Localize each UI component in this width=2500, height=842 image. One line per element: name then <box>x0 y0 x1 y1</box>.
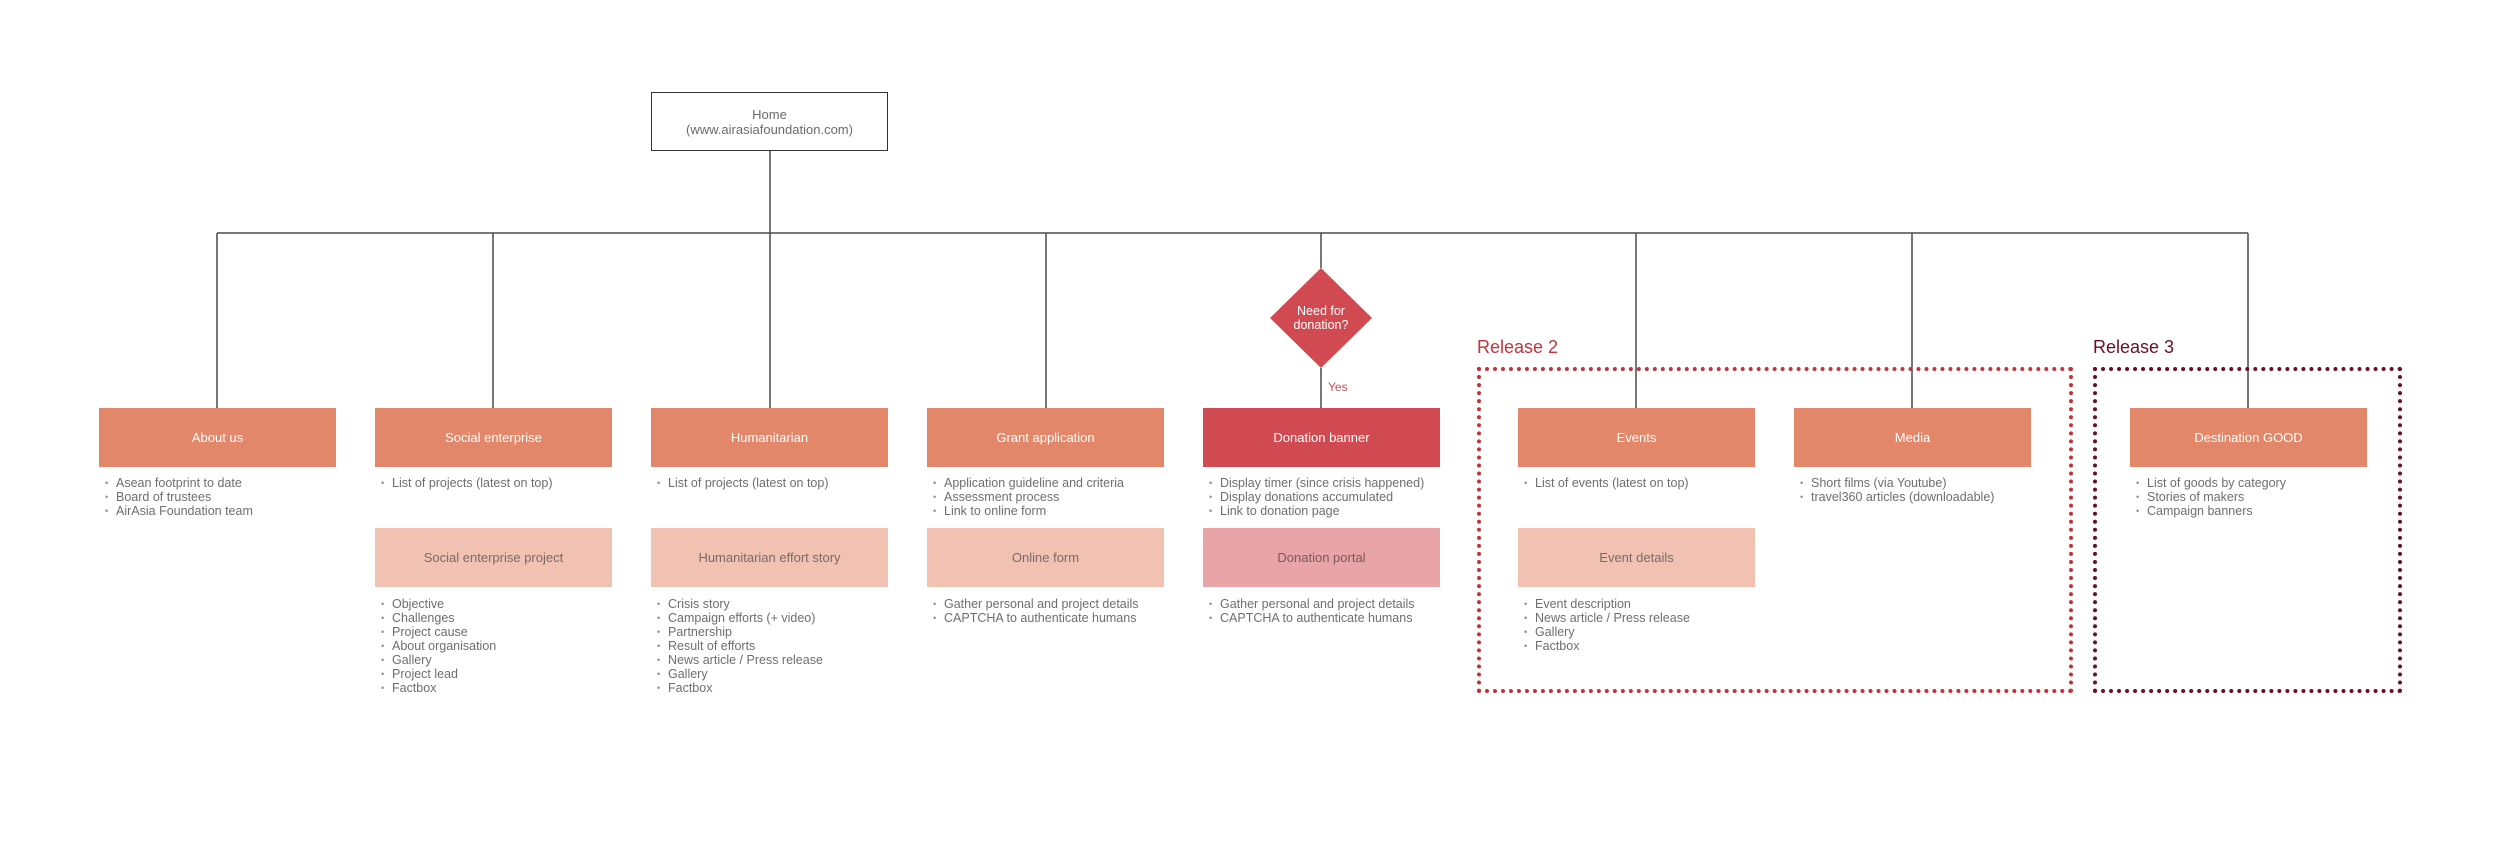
yes-label: Yes <box>1328 380 1348 394</box>
list-item: Factbox <box>375 681 496 695</box>
list-item: Gallery <box>375 653 496 667</box>
social-enterprise-details: List of projects (latest on top) <box>375 476 553 490</box>
list-item: Objective <box>375 597 496 611</box>
node-social-enterprise: Social enterprise <box>375 408 612 467</box>
list-item: Asean footprint to date <box>99 476 253 490</box>
node-donation-portal: Donation portal <box>1203 528 1440 587</box>
release-2-label: Release 2 <box>1477 337 1559 357</box>
node-events: Events <box>1518 408 1755 467</box>
list-item: travel360 articles (downloadable) <box>1794 490 1994 504</box>
list-item: Link to online form <box>927 504 1124 518</box>
list-item: Assessment process <box>927 490 1124 504</box>
list-item: Challenges <box>375 611 496 625</box>
release-3-label: Release 3 <box>2093 337 2175 357</box>
list-item: Display timer (since crisis happened) <box>1203 476 1424 490</box>
list-item: Short films (via Youtube) <box>1794 476 1994 490</box>
grant-application-details: Application guideline and criteria Asses… <box>927 476 1124 518</box>
node-online-form: Online form <box>927 528 1164 587</box>
list-item: Gallery <box>651 667 823 681</box>
node-humanitarian-effort-story: Humanitarian effort story <box>651 528 888 587</box>
decision-label: Need for donation? <box>1293 304 1349 332</box>
home-node: Home (www.airasiafoundation.com) <box>651 92 888 151</box>
node-donation-banner: Donation banner <box>1203 408 1440 467</box>
social-enterprise-project-details: Objective Challenges Project cause About… <box>375 597 496 695</box>
list-item: Campaign banners <box>2130 504 2286 518</box>
list-item: Partnership <box>651 625 823 639</box>
node-social-enterprise-project: Social enterprise project <box>375 528 612 587</box>
list-item: News article / Press release <box>1518 611 1690 625</box>
list-item: Stories of makers <box>2130 490 2286 504</box>
list-item: Project lead <box>375 667 496 681</box>
list-item: Board of trustees <box>99 490 253 504</box>
home-url: (www.airasiafoundation.com) <box>686 121 853 137</box>
list-item: Factbox <box>1518 639 1690 653</box>
list-item: News article / Press release <box>651 653 823 667</box>
node-grant-application: Grant application <box>927 408 1164 467</box>
node-about-us: About us <box>99 408 336 467</box>
list-item: Crisis story <box>651 597 823 611</box>
list-item: List of projects (latest on top) <box>375 476 553 490</box>
list-item: Display donations accumulated <box>1203 490 1424 504</box>
list-item: Result of efforts <box>651 639 823 653</box>
release-2-box <box>1477 367 2073 693</box>
list-item: Event description <box>1518 597 1690 611</box>
online-form-details: Gather personal and project details CAPT… <box>927 597 1139 625</box>
list-item: Campaign efforts (+ video) <box>651 611 823 625</box>
list-item: List of events (latest on top) <box>1518 476 1689 490</box>
list-item: Factbox <box>651 681 823 695</box>
list-item: CAPTCHA to authenticate humans <box>1203 611 1415 625</box>
media-details: Short films (via Youtube) travel360 arti… <box>1794 476 1994 504</box>
decision-diamond <box>1270 268 1372 368</box>
list-item: AirAsia Foundation team <box>99 504 253 518</box>
about-us-details: Asean footprint to date Board of trustee… <box>99 476 253 518</box>
destination-good-details: List of goods by category Stories of mak… <box>2130 476 2286 518</box>
node-media: Media <box>1794 408 2031 467</box>
node-event-details: Event details <box>1518 528 1755 587</box>
release-3-box <box>2093 367 2402 693</box>
events-details: List of events (latest on top) <box>1518 476 1689 490</box>
list-item: About organisation <box>375 639 496 653</box>
list-item: Gallery <box>1518 625 1690 639</box>
list-item: Project cause <box>375 625 496 639</box>
node-humanitarian: Humanitarian <box>651 408 888 467</box>
home-title: Home <box>752 106 787 122</box>
list-item: List of projects (latest on top) <box>651 476 829 490</box>
list-item: CAPTCHA to authenticate humans <box>927 611 1139 625</box>
node-destination-good: Destination GOOD <box>2130 408 2367 467</box>
event-details-list: Event description News article / Press r… <box>1518 597 1690 653</box>
list-item: Gather personal and project details <box>927 597 1139 611</box>
humanitarian-details: List of projects (latest on top) <box>651 476 829 490</box>
donation-portal-details: Gather personal and project details CAPT… <box>1203 597 1415 625</box>
list-item: Link to donation page <box>1203 504 1424 518</box>
humanitarian-effort-story-details: Crisis story Campaign efforts (+ video) … <box>651 597 823 695</box>
list-item: Application guideline and criteria <box>927 476 1124 490</box>
list-item: List of goods by category <box>2130 476 2286 490</box>
list-item: Gather personal and project details <box>1203 597 1415 611</box>
donation-banner-details: Display timer (since crisis happened) Di… <box>1203 476 1424 518</box>
